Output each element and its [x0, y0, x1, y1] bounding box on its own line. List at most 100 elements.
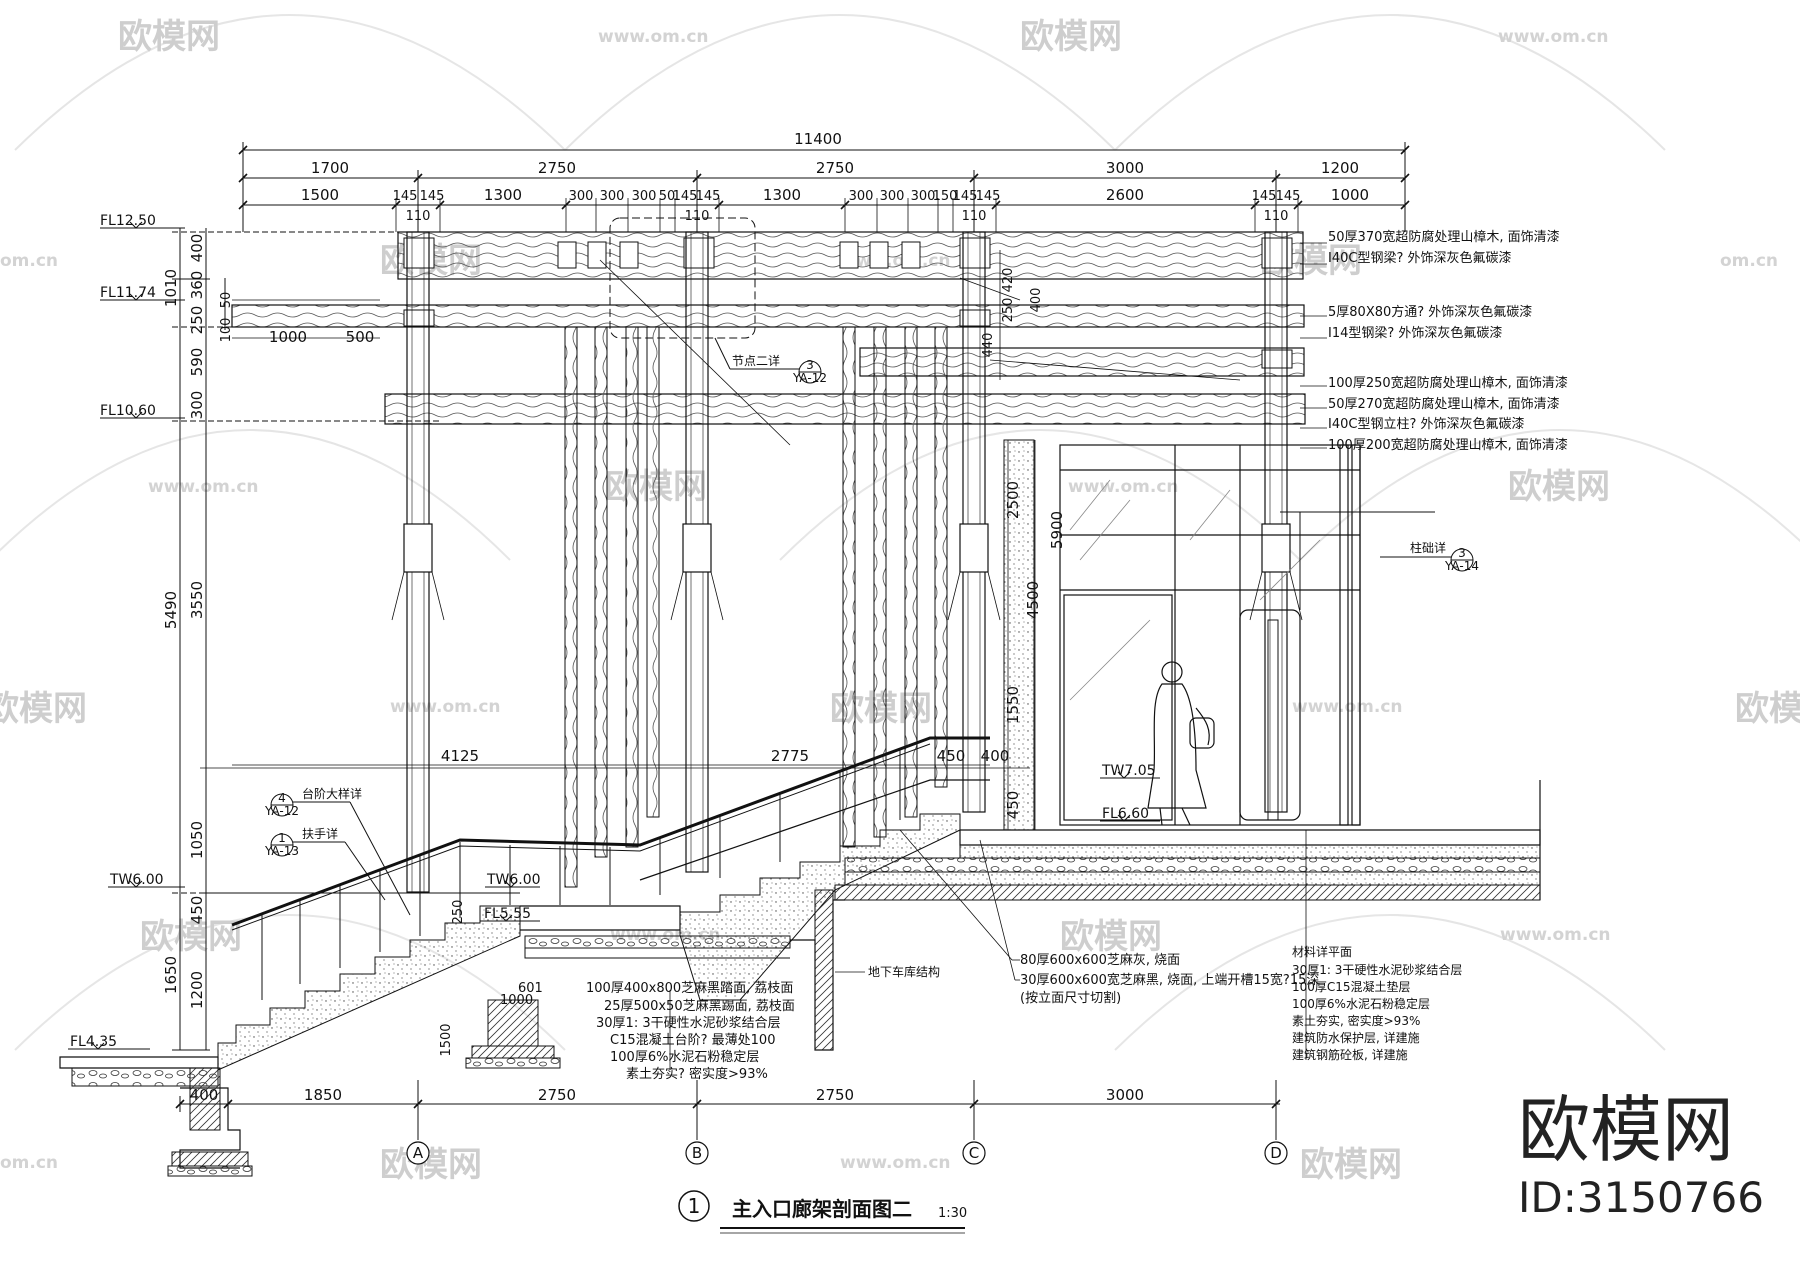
dim-inline-vertical: 440: [981, 333, 996, 358]
top-dimension-chains: [238, 142, 1410, 232]
dim-segment: 300: [880, 189, 905, 204]
callout-number: 4: [278, 791, 286, 805]
note-line: 素土夯实, 密实度>93%: [1292, 1013, 1420, 1028]
dim-overall: 11400: [794, 130, 842, 148]
dim-inline-vertical: 400: [1029, 288, 1044, 313]
dim-inline-vertical: 250: [1001, 298, 1016, 323]
dim-inline: 1000: [269, 328, 307, 346]
dim-inline-vertical: 5900: [1048, 511, 1066, 549]
dim-vertical: 1050: [188, 821, 206, 859]
dim-inline-vertical: 1550: [1004, 686, 1022, 724]
dim-segment: 300: [569, 189, 594, 204]
note-line: 50厚370宽超防腐处理山樟木, 面饰清漆: [1328, 229, 1560, 245]
dim-inline: 601: [518, 981, 543, 996]
watermark-logo: 欧模网: [1735, 689, 1800, 729]
note-line: I14型钢梁? 外饰深灰色氟碳漆: [1328, 325, 1502, 341]
left-dimension-chains: [172, 228, 1030, 1051]
detail-callouts: 节点二详 3 YA-12 柱础详 3 YA-14 台阶大样详 4 YA-12 扶…: [264, 337, 1479, 916]
note-line: 100厚200宽超防腐处理山樟木, 面饰清漆: [1328, 437, 1568, 453]
dim-segment: 145: [420, 189, 445, 204]
dim-ticks-row2: [417, 170, 1277, 232]
bottom-dimension-labels: 400 1850 2750 2750 3000: [190, 1086, 1144, 1104]
note-line: (按立面尺寸切割): [1020, 990, 1121, 1006]
note-line: I40C型钢立柱? 外饰深灰色氟碳漆: [1328, 416, 1525, 432]
dim-segment: 1500: [301, 186, 339, 204]
watermark-url: www.om.cn: [840, 1153, 951, 1173]
dim-bay: 1200: [1321, 159, 1359, 177]
note-line: 100厚6%水泥石粉稳定层: [1292, 996, 1430, 1011]
dim-bay: 1700: [311, 159, 349, 177]
watermark-logo: 欧模网: [1300, 1145, 1402, 1185]
dim-segment: 150: [933, 189, 958, 204]
glass-facade: [1003, 439, 1435, 831]
stone-pier: [1003, 439, 1035, 831]
watermark-logo: 欧模网: [0, 689, 87, 729]
dim-inline: 400: [981, 747, 1010, 765]
dim-inline-vertical: 420: [1001, 268, 1016, 293]
callout-sheet: YA-12: [264, 804, 299, 818]
note-line: 材料详平面: [1292, 944, 1352, 959]
inline-dimensions: 1000 500 4125 2775 450 400 420 250 440 4…: [232, 250, 1066, 1057]
paving-notes: 80厚600x600芝麻灰, 烧面 30厚600x600宽芝麻黑, 烧面, 上端…: [835, 829, 1319, 1006]
dim-segment: 145: [1276, 189, 1301, 204]
dim-column-width: 110: [685, 209, 710, 224]
dim-vertical: 5490: [162, 591, 180, 629]
title-text: 主入口廊架剖面图二: [732, 1197, 912, 1221]
callout-sheet: YA-13: [264, 844, 299, 858]
brand-logo-text: 欧模网: [1518, 1088, 1734, 1172]
note-line: 30厚600x600宽芝麻黑, 烧面, 上端开槽15宽?15深: [1020, 972, 1319, 988]
dim-segment: 3000: [1106, 1086, 1144, 1104]
dim-inline-vertical: 1500: [439, 1023, 454, 1056]
dim-vertical: 400: [188, 234, 206, 263]
dim-segment: 2750: [538, 1086, 576, 1104]
dim-segment: 2600: [1106, 186, 1144, 204]
watermark-url: www.om.cn: [148, 477, 259, 497]
note-line: 100厚C15混凝土垫层: [1292, 979, 1411, 994]
axis-label-a: A: [413, 1144, 424, 1162]
layer-legend: 材料详平面 30厚1: 3干硬性水泥砂浆结合层 100厚C15混凝土垫层 100…: [1292, 830, 1462, 1062]
level-label: FL12.50: [100, 213, 156, 229]
dim-vertical: 250: [188, 306, 206, 335]
note-line: C15混凝土台阶? 最薄处100: [610, 1032, 775, 1048]
handrail: [231, 736, 990, 1000]
note-line: 30厚1: 3干硬性水泥砂浆结合层: [1292, 962, 1462, 977]
dim-segment: 145: [1252, 189, 1277, 204]
note-line: 100厚6%水泥石粉稳定层: [610, 1049, 759, 1065]
stair-flight-lower: [217, 905, 521, 1071]
dim-vertical: 3550: [188, 581, 206, 619]
note-line: 80厚600x600芝麻灰, 烧面: [1020, 952, 1180, 968]
callout-number: 3: [1458, 546, 1466, 560]
note-line: 建筑钢筋砼板, 详建施: [1292, 1047, 1408, 1062]
dim-segment: 1300: [484, 186, 522, 204]
dim-ticks-marks: [238, 145, 1410, 210]
dim-inline: 450: [937, 747, 966, 765]
dim-vertical: 1200: [188, 971, 206, 1009]
callout-sheet: YA-14: [1444, 559, 1479, 573]
level-markers: FL12.50 FL11.74 FL10.60 TW6.00 TW6.00 FL…: [68, 213, 1160, 1050]
watermark-url: www.om.cn: [1498, 27, 1609, 47]
level-label: FL4.35: [70, 1034, 117, 1050]
dim-inline: 1000: [500, 993, 533, 1008]
dim-segment: 400: [190, 1086, 219, 1104]
watermark-url: om.cn: [0, 1153, 58, 1173]
watermark-logo: 欧模网: [1020, 17, 1122, 57]
note-line: 100厚250宽超防腐处理山樟木, 面饰清漆: [1328, 375, 1568, 391]
dim-segment: 145: [696, 189, 721, 204]
dim-segment: 2750: [816, 1086, 854, 1104]
dim-vertical: 360: [188, 271, 206, 300]
dim-column-width: 110: [406, 209, 431, 224]
dim-segment: 300: [600, 189, 625, 204]
rafter-ends: [403, 237, 1293, 369]
garage-roof-slab: [834, 884, 1541, 901]
watermark-logo: 欧模网: [140, 917, 242, 957]
column-connectors: [403, 523, 1291, 573]
dim-vertical: 50: [219, 292, 234, 309]
dim-vertical: 1010: [162, 269, 180, 307]
watermark-url: om.cn: [0, 251, 58, 271]
dim-inline-vertical: 250: [451, 900, 466, 925]
callout-number: 3: [806, 358, 814, 372]
dim-segment: 145: [673, 189, 698, 204]
note-line: 建筑防水保护层, 详建施: [1292, 1030, 1420, 1045]
callout-label: 柱础详: [1410, 540, 1446, 555]
